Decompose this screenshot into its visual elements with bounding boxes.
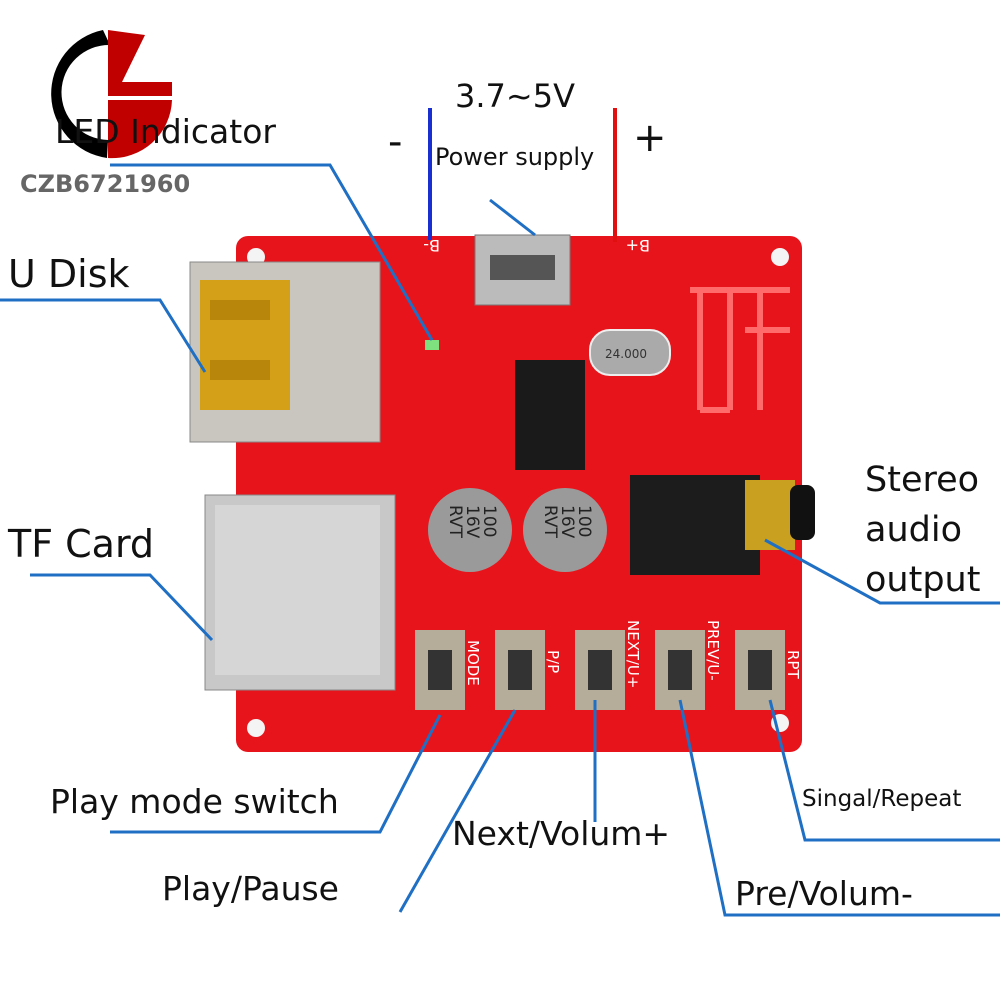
b-minus-mark: B- [423,236,440,255]
usb-contact [200,280,290,410]
rpt-mark: RPT [784,650,802,679]
prev-mark: PREV/U- [704,620,722,681]
mount-hole [771,248,789,266]
usb-contact [210,360,270,380]
b-plus-mark: B+ [626,236,650,255]
capacitor-value: 100 [479,505,499,537]
micro-usb-opening [490,255,555,280]
stereo-line: output [865,560,981,600]
antenna-trace [690,287,790,413]
repeat-label: Singal/Repeat [802,786,962,812]
jack-shield [745,480,795,550]
usb-contact [210,300,270,320]
led [425,340,439,350]
brand-logo: CZB6721960 [20,30,190,198]
play-pause-label: Play/Pause [162,869,339,908]
plus-label: + [633,115,667,161]
buttons [415,630,785,710]
mode-mark: MODE [464,640,482,686]
button-silkscreen: MODE P/P NEXT/U+ PREV/U- RPT [464,620,802,688]
next-volume-label: Next/Volum+ [452,814,671,853]
next-mark: NEXT/U+ [624,620,642,688]
prev-volume-label: Pre/Volum- [735,874,913,913]
pp-mark: P/P [544,650,562,673]
capacitor [428,488,512,572]
crystal [589,329,671,376]
capacitor-text: 100 16V RVT [540,505,594,544]
play-mode-label: Play mode switch [50,782,339,821]
power-supply-label: Power supply [435,143,595,171]
capacitor-value: 100 [574,505,594,537]
capacitor-brand: RVT [445,505,465,539]
logo-text: CZB6721960 [20,170,190,198]
capacitor-text: 100 16V RVT [445,505,499,544]
leader-lines [0,163,1000,917]
mount-hole [247,719,265,737]
ic-chip [515,360,585,470]
jack-opening [790,485,815,540]
voltage-label: 3.7~5V [455,77,575,115]
minus-label: - [388,119,403,165]
crystal-label: 24.000 [605,347,647,361]
tf-card-label: TF Card [8,522,155,566]
tf-slot-cover [215,505,380,675]
led-indicator-label: LED Indicator [55,112,276,151]
capacitor [523,488,607,572]
capacitor-voltage: 16V [557,505,577,539]
u-disk-label: U Disk [8,252,130,296]
stereo-line: audio [865,510,962,550]
capacitor-brand: RVT [540,505,560,539]
stereo-output-label: Stereo audio output [865,455,980,605]
audio-jack [630,475,760,575]
capacitor-voltage: 16V [462,505,482,539]
stereo-line: Stereo [865,460,980,500]
